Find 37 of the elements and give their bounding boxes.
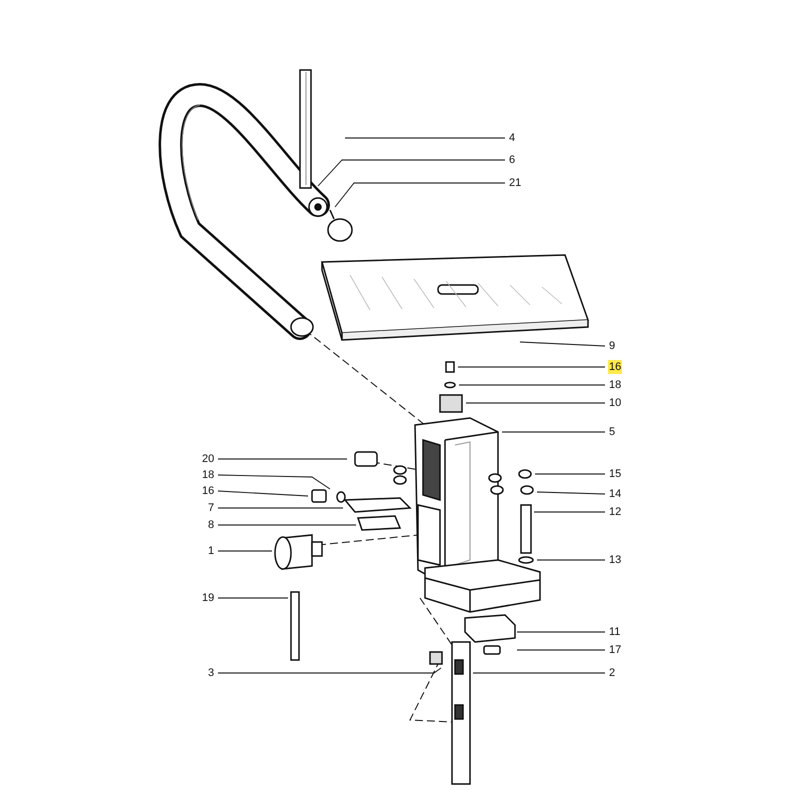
leader-line: [466, 402, 606, 404]
callout-number: 12: [608, 505, 622, 519]
leader-line: [218, 490, 308, 496]
callout-number: 17: [608, 643, 622, 657]
leader-line: [218, 524, 356, 526]
callout-number: 7: [207, 501, 216, 515]
leader-line: [458, 366, 606, 368]
callout-number: 16: [608, 360, 622, 374]
callout-number: 13: [608, 553, 622, 567]
callout-number: 20: [201, 452, 216, 466]
leader-line: [218, 458, 348, 460]
leader-line: [218, 668, 442, 674]
callout-number: 2: [608, 666, 616, 680]
callout-number: 16: [201, 484, 216, 498]
callout-number: 21: [508, 176, 522, 190]
leader-line: [218, 474, 330, 490]
callout-number: 18: [608, 378, 622, 392]
leader-line: [472, 672, 606, 674]
callout-number: 11: [608, 625, 622, 639]
callout-number: 14: [608, 487, 622, 501]
leader-line: [318, 160, 506, 186]
callout-number: 9: [608, 339, 616, 353]
leader-line: [536, 492, 606, 494]
leader-line: [520, 342, 606, 346]
callout-number: 8: [207, 518, 216, 532]
callout-number: 5: [608, 425, 616, 439]
callout-number: 19: [201, 591, 216, 605]
callout-number: 18: [201, 468, 216, 482]
callout-number: 4: [508, 131, 516, 145]
leader-line: [458, 384, 606, 386]
leader-line: [334, 182, 506, 208]
callout-number: 6: [508, 153, 516, 167]
callout-number: 3: [207, 666, 216, 680]
callout-number: 15: [608, 467, 622, 481]
callout-number: 1: [207, 544, 216, 558]
callout-number: 10: [608, 396, 622, 410]
leader-line: [218, 550, 272, 552]
